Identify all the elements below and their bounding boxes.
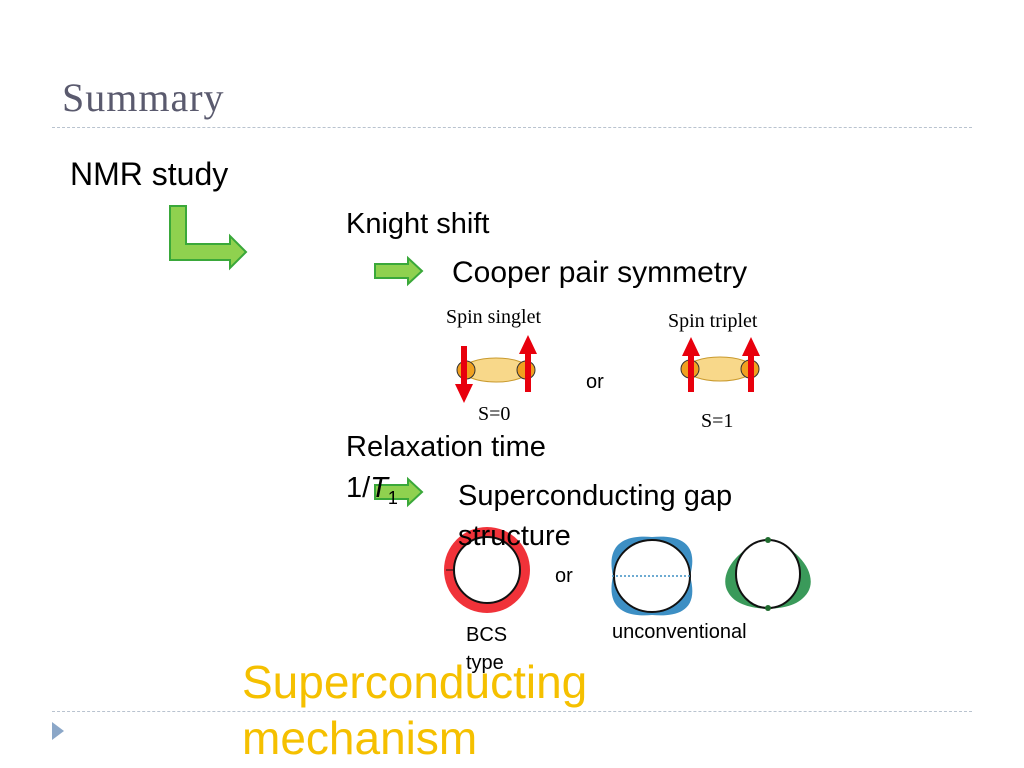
arrow-right-icon <box>374 255 424 287</box>
spin-triplet-label: Spin triplet <box>668 310 758 332</box>
spin-up-arrow-icon <box>519 335 537 392</box>
sc-gap-label-line2: structure <box>458 520 571 552</box>
spin-singlet-diagram <box>455 335 537 403</box>
unconventional-label: unconventional <box>612 621 747 643</box>
page-title: Summary <box>62 75 225 120</box>
s1-label: S=1 <box>701 410 734 432</box>
spin-triplet-diagram <box>680 337 760 392</box>
bcs-gap-diagram <box>444 527 530 613</box>
footer-divider <box>52 711 972 712</box>
sc-gap-label-line1: Superconducting gap <box>458 480 733 512</box>
s0-label: S=0 <box>478 403 511 425</box>
bent-arrow-icon <box>169 205 248 271</box>
bullet-triangle-icon <box>52 722 64 740</box>
spin-down-arrow-icon <box>455 346 473 403</box>
spin-up-arrow-icon <box>742 337 760 392</box>
unconventional-gap-blue <box>611 536 693 616</box>
spin-singlet-label: Spin singlet <box>446 306 542 328</box>
relaxation-label-line1: Relaxation time <box>346 431 546 463</box>
mechanism-heading: Superconducting mechanism <box>242 656 588 764</box>
nmr-study-heading: NMR study <box>70 156 229 192</box>
cooper-pair-label: Cooper pair symmetry <box>452 256 748 289</box>
knight-shift-label: Knight shift <box>346 208 490 240</box>
spin-up-arrow-icon <box>682 337 700 392</box>
title-divider <box>52 127 972 128</box>
unconventional-gap-green <box>725 537 811 611</box>
or-label: or <box>555 565 573 587</box>
or-label: or <box>586 371 604 393</box>
relaxation-label-line2: 1/T1 <box>346 472 398 508</box>
arrow-right-icon <box>374 476 424 508</box>
